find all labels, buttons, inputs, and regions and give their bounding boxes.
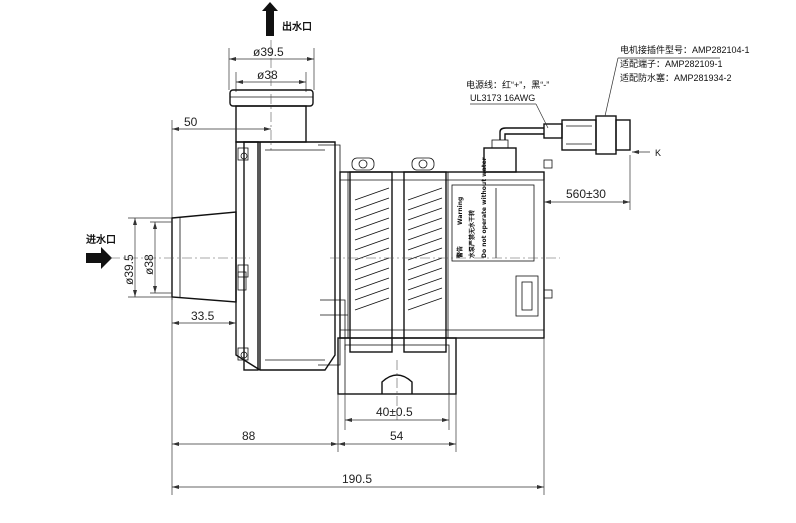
bracket-width: 54 (390, 429, 404, 443)
pump-volute (235, 141, 348, 371)
outlet-outer-dia-dim (228, 48, 315, 90)
warning-title-en: Warning (457, 197, 464, 225)
mount-slot: 40±0.5 (376, 405, 413, 419)
motor-body (339, 171, 545, 339)
warning-line1: 水泵严禁无水干转 (468, 210, 476, 258)
outlet-offset-dim (171, 120, 271, 300)
warning-line2: Do not operate without water (481, 157, 488, 258)
inlet-dia-dims (128, 217, 172, 298)
view-marker-arrow (632, 150, 650, 154)
outlet-inner-dia: ø38 (257, 68, 278, 82)
outlet-inner-dia-dim (235, 72, 307, 92)
clamp-band-2 (403, 157, 447, 353)
view-marker: K (655, 148, 661, 158)
inlet-to-bracket-dim (171, 297, 338, 495)
warning-title: 警告 (456, 246, 464, 259)
connector-terminal: 适配端子：AMP282109-1 (620, 58, 723, 69)
mount-slot-dim (344, 394, 450, 430)
cable-spec: 电源线：红“+”，黑“-” (466, 79, 549, 90)
overall-length: 190.5 (342, 472, 372, 486)
connector-seal: 适配防水塞：AMP281934-2 (620, 72, 732, 83)
inlet-label: 进水口 (86, 233, 116, 246)
inlet-arrow (86, 247, 112, 269)
inlet-inner-dia: ø38 (142, 254, 156, 275)
cable-length: 560±30 (566, 187, 606, 201)
inlet-to-bracket: 88 (242, 429, 256, 443)
outlet-offset: 50 (184, 115, 198, 129)
bracket-width-dim (337, 394, 457, 452)
side-connector (515, 159, 553, 317)
inlet-offset-dim (172, 302, 237, 330)
outlet-arrow (262, 2, 278, 36)
cable-gland (483, 127, 544, 173)
connector-model: 电机接插件型号：AMP282104-1 (620, 44, 750, 55)
cable-connector (543, 115, 631, 155)
inlet-outer-dia: ø39.5 (122, 254, 136, 285)
connector-leader (604, 57, 720, 117)
outlet-label: 出水口 (282, 20, 312, 33)
cable-wire: UL3173 16AWG (470, 93, 535, 103)
outlet-outer-dia: ø39.5 (253, 45, 284, 59)
cable-leader (470, 103, 549, 129)
warning-label-plate (451, 184, 535, 262)
clamp-band-1 (349, 157, 393, 353)
mounting-bracket (337, 337, 457, 420)
overall-length-dim (172, 338, 545, 495)
cable-length-dim (543, 155, 631, 210)
inlet-offset: 33.5 (191, 309, 215, 323)
